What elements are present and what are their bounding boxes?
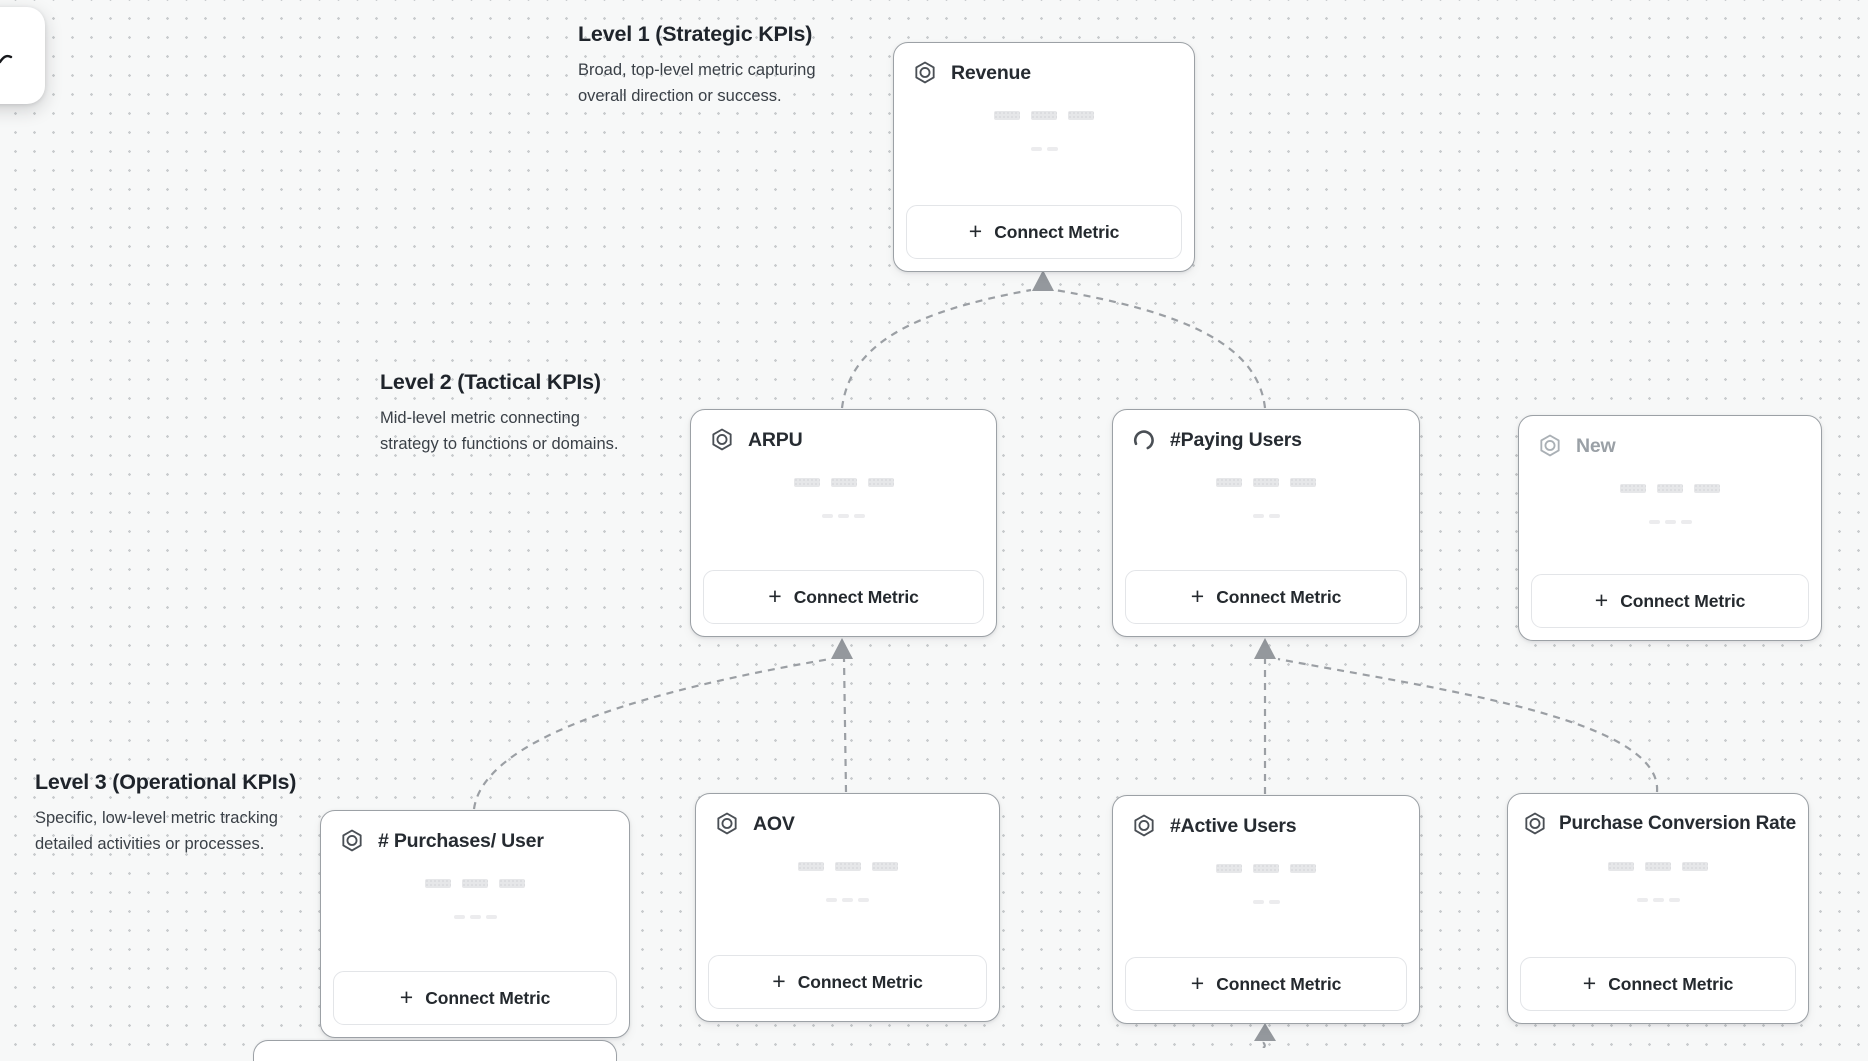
connect-metric-button[interactable]: + Connect Metric: [1531, 574, 1809, 628]
card-header: #Active Users: [1131, 813, 1405, 839]
skeleton-dashes: [1636, 898, 1680, 902]
metric-card-new[interactable]: New + Connect Metric: [1518, 415, 1822, 641]
hexagon-metric-icon: [1522, 811, 1548, 837]
loading-spinner-icon: [1131, 427, 1157, 453]
card-header: Purchase Conversion Rate: [1522, 811, 1797, 837]
metric-card-title: AOV: [753, 812, 795, 835]
skeleton-bars: [425, 879, 525, 888]
skeleton-bars: [793, 478, 894, 487]
metric-card-title: #Paying Users: [1170, 428, 1302, 451]
level-1-caption: Level 1 (Strategic KPIs) Broad, top-leve…: [578, 22, 816, 110]
metric-card-purchases-per-user[interactable]: # Purchases/ User + Connect Metric: [320, 810, 630, 1038]
metric-card-title: ARPU: [748, 428, 803, 451]
level-3-caption: Level 3 (Operational KPIs) Specific, low…: [35, 770, 296, 858]
edge-aov-to-arpu: [842, 657, 848, 793]
arrowhead-into-active-users: [1254, 1023, 1276, 1041]
arrowhead-into-paying-users: [1254, 638, 1276, 659]
level-1-title: Level 1 (Strategic KPIs): [578, 22, 813, 46]
plus-icon: +: [1582, 969, 1597, 996]
skeleton-bars: [1216, 864, 1316, 873]
skeleton-dashes: [826, 898, 869, 902]
metric-skeleton: [696, 862, 999, 902]
skeleton-bars: [1216, 478, 1316, 487]
skeleton-dashes: [1030, 147, 1058, 151]
connect-metric-button[interactable]: + Connect Metric: [1125, 570, 1407, 624]
metric-card-title: #Active Users: [1170, 814, 1297, 837]
skeleton-dashes: [1648, 520, 1692, 524]
metric-skeleton: [1508, 862, 1808, 902]
plus-icon: +: [399, 983, 414, 1010]
level-2-description: Mid-level metric connecting strategy to …: [380, 409, 619, 454]
skeleton-bars: [797, 862, 898, 871]
plus-icon: +: [1594, 586, 1609, 613]
card-header: Revenue: [912, 60, 1180, 86]
level-3-title: Level 3 (Operational KPIs): [35, 770, 297, 794]
card-header: New: [1537, 433, 1807, 459]
plus-icon: +: [968, 217, 983, 244]
canvas-tool-button[interactable]: [0, 7, 45, 104]
metric-skeleton: [1519, 484, 1821, 524]
skeleton-bars: [994, 111, 1094, 120]
edge-arpu-to-revenue: [840, 288, 1032, 409]
level-1-description: Broad, top-level metric capturing overal…: [578, 61, 816, 106]
connect-metric-button[interactable]: + Connect Metric: [333, 971, 617, 1025]
level-2-title: Level 2 (Tactical KPIs): [380, 370, 601, 394]
skeleton-dashes: [822, 514, 865, 518]
connect-metric-button[interactable]: + Connect Metric: [703, 570, 984, 624]
connect-metric-button[interactable]: + Connect Metric: [906, 205, 1182, 259]
metric-skeleton: [321, 879, 629, 919]
hexagon-metric-icon: [339, 828, 365, 854]
edge-purchases-to-arpu: [472, 657, 831, 810]
skeleton-dashes: [1252, 514, 1280, 518]
metric-card-active-users[interactable]: #Active Users + Connect Metric: [1112, 795, 1420, 1024]
metric-card-revenue[interactable]: Revenue + Connect Metric: [893, 42, 1195, 272]
metric-card-paying-users[interactable]: #Paying Users + Connect Metric: [1112, 409, 1420, 637]
metric-card-title: Purchase Conversion Rate: [1559, 813, 1797, 834]
plus-icon: +: [1190, 969, 1205, 996]
metric-card-arpu[interactable]: ARPU + Connect Metric: [690, 409, 997, 637]
card-header: #Paying Users: [1131, 427, 1405, 453]
level-3-description: Specific, low-level metric tracking deta…: [35, 809, 278, 854]
skeleton-dashes: [453, 915, 497, 919]
level-2-caption: Level 2 (Tactical KPIs) Mid-level metric…: [380, 370, 618, 458]
cursor-icon: [0, 54, 13, 64]
edge-paying-users-to-revenue: [1054, 288, 1267, 409]
card-header: AOV: [714, 811, 985, 837]
hexagon-metric-icon: [714, 811, 740, 837]
metric-skeleton: [691, 478, 996, 518]
skeleton-bars: [1620, 484, 1720, 493]
card-header: # Purchases/ User: [339, 828, 615, 854]
card-header: ARPU: [709, 427, 982, 453]
skeleton-bars: [1608, 862, 1708, 871]
connect-metric-button[interactable]: + Connect Metric: [708, 955, 987, 1009]
hexagon-metric-icon: [1537, 433, 1563, 459]
connect-metric-button[interactable]: + Connect Metric: [1520, 957, 1796, 1011]
edge-offscreen-to-active-users: [1262, 1040, 1266, 1048]
metric-card-partial-bottom[interactable]: [253, 1040, 617, 1061]
metric-card-aov[interactable]: AOV + Connect Metric: [695, 793, 1000, 1022]
plus-icon: +: [1190, 582, 1205, 609]
metric-card-purchase-conversion-rate[interactable]: Purchase Conversion Rate + Connect Metri…: [1507, 793, 1809, 1024]
metric-card-title: # Purchases/ User: [378, 829, 544, 852]
edge-conversion-rate-to-paying-users: [1277, 657, 1659, 793]
metric-skeleton: [1113, 478, 1419, 518]
metric-skeleton: [894, 111, 1194, 151]
metric-card-title: Revenue: [951, 61, 1031, 84]
hexagon-metric-icon: [1131, 813, 1157, 839]
hexagon-metric-icon: [912, 60, 938, 86]
arrowhead-into-revenue: [1032, 270, 1054, 291]
metric-skeleton: [1113, 864, 1419, 904]
skeleton-dashes: [1252, 900, 1280, 904]
arrowhead-into-arpu: [831, 638, 853, 659]
plus-icon: +: [772, 967, 786, 994]
hexagon-metric-icon: [709, 427, 735, 453]
plus-icon: +: [768, 582, 782, 609]
connect-metric-button[interactable]: + Connect Metric: [1125, 957, 1407, 1011]
metric-card-title: New: [1576, 434, 1616, 457]
